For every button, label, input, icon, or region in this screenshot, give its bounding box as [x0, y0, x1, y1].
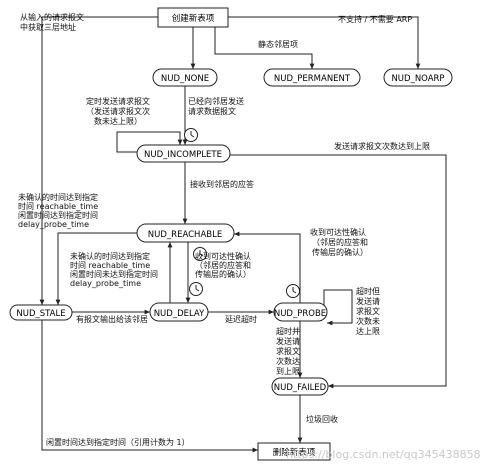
label-unconfirmed: 时间 reachable_time: [18, 201, 98, 211]
edge-incomplete-failed: [230, 154, 447, 389]
label-timeout: 次数未: [356, 316, 380, 326]
edges: [39, 16, 447, 453]
edge-create-stale: [39, 16, 158, 305]
label-timer-send: 数未达上限）: [94, 116, 142, 126]
label-recv-confirm: 传输层的确认）: [312, 247, 368, 257]
label-unconfirmed: 闲置时间达到指定时间: [18, 210, 98, 220]
label-probe-limit: 求报文: [276, 346, 300, 356]
edge-create-permanent: [214, 27, 315, 69]
label-gc: 垃圾回收: [306, 414, 338, 424]
node-none-label: NUD_NONE: [161, 74, 209, 84]
label-delay-unconfirmed: 时间 reachable_time: [70, 260, 150, 270]
clock-icon: [184, 128, 198, 142]
node-create-label: 创建新表项: [172, 13, 215, 24]
edge-labels: 从输入的请求报文 中获取三层地址 不支持 / 不需要 ARP 静态邻居项 定时发…: [18, 12, 430, 447]
edge-probe-self: [323, 289, 353, 326]
edge-incomplete-self: [116, 131, 183, 153]
node-reachable: NUD_REACHABLE: [136, 223, 235, 243]
node-stale-label: NUD_STALE: [16, 309, 65, 319]
edge-probe-reachable: [234, 231, 301, 303]
edge-stale-delete: [41, 320, 258, 453]
clock-icon: [286, 284, 300, 298]
label-unconfirmed: delay_probe_time: [18, 220, 89, 229]
label-probe-limit: 到上限: [276, 367, 300, 376]
label-probe-limit: 超时并: [276, 326, 300, 336]
label-delay-unconfirmed: delay_probe_time: [70, 279, 141, 288]
watermark: https://blog.csdn.net/qq345438858: [286, 448, 481, 461]
label-delay-timeout: 延迟超时: [225, 314, 257, 324]
node-none: NUD_NONE: [152, 68, 218, 87]
node-permanent: NUD_PERMANENT: [263, 68, 361, 87]
label-timeout: 超时但: [356, 286, 380, 296]
label-delay-recv: 传输层的确认）: [195, 269, 251, 279]
node-failed: NUD_FAILED: [271, 377, 329, 396]
node-noarp: NUD_NOARP: [383, 68, 453, 87]
node-create: 创建新表项: [157, 7, 229, 28]
node-incomplete: NUD_INCOMPLETE: [136, 144, 231, 163]
clock-icon: [193, 247, 207, 261]
label-probe-limit: 次数达: [276, 356, 300, 366]
node-failed-label: NUD_FAILED: [274, 383, 327, 393]
node-probe-label: NUD_PROBE: [274, 309, 326, 319]
label-delay-unconfirmed: 闲置时间未达到指定时间: [70, 269, 158, 279]
node-reachable-label: NUD_REACHABLE: [148, 230, 222, 240]
node-noarp-label: NUD_NOARP: [391, 74, 444, 84]
label-pkt-out: 有报文输出给该邻居: [76, 314, 148, 324]
node-incomplete-label: NUD_INCOMPLETE: [144, 150, 222, 160]
label-recv-confirm: 收到可达性确认: [310, 227, 366, 237]
edge-reachable-stale: [55, 232, 137, 305]
label-timeout: 发送请: [356, 296, 380, 306]
label-delay-recv: （邻居的应答和: [195, 260, 251, 270]
edge-create-noarp: [228, 16, 421, 69]
label-idle-time: 闲置时间达到指定时间（引用计数为 1）: [46, 437, 190, 447]
label-timeout: 求报文: [356, 306, 380, 316]
label-from-input: 从输入的请求报文: [20, 12, 84, 22]
clock-icon: [189, 282, 203, 296]
node-delay-label: NUD_DELAY: [154, 309, 205, 319]
label-delay-recv: 收到可达性确认: [195, 251, 251, 261]
node-delete-label: 删除新表项: [273, 447, 316, 458]
label-unconfirmed: 未确认的时间达到指定: [18, 192, 98, 202]
label-static-neigh: 静态邻居项: [258, 39, 298, 49]
label-recv-confirm: （邻居的应答和: [312, 237, 368, 247]
label-timer-send: （发送请求报文次: [86, 106, 150, 116]
label-no-arp: 不支持 / 不需要 ARP: [338, 14, 412, 24]
node-permanent-label: NUD_PERMANENT: [274, 74, 351, 84]
label-probe-limit: 发送请: [276, 336, 300, 346]
label-from-input: 中获取三层地址: [20, 22, 76, 32]
node-delete: 删除新表项: [257, 442, 331, 461]
label-recv-reply: 接收到邻居的应答: [190, 179, 254, 189]
label-sent-req: 请求数据报文: [188, 106, 236, 116]
node-probe: NUD_PROBE: [273, 302, 328, 322]
node-delay: NUD_DELAY: [149, 302, 209, 322]
label-timer-send: 定时发送请求报文: [86, 96, 150, 106]
label-req-limit: 发送请求报文次数达到上限: [334, 141, 430, 151]
node-stale: NUD_STALE: [9, 304, 73, 321]
label-timeout: 达上限: [356, 326, 380, 336]
label-sent-req: 已经向邻居发送: [188, 96, 244, 106]
label-delay-unconfirmed: 未确认的时间达到指定: [70, 251, 150, 261]
